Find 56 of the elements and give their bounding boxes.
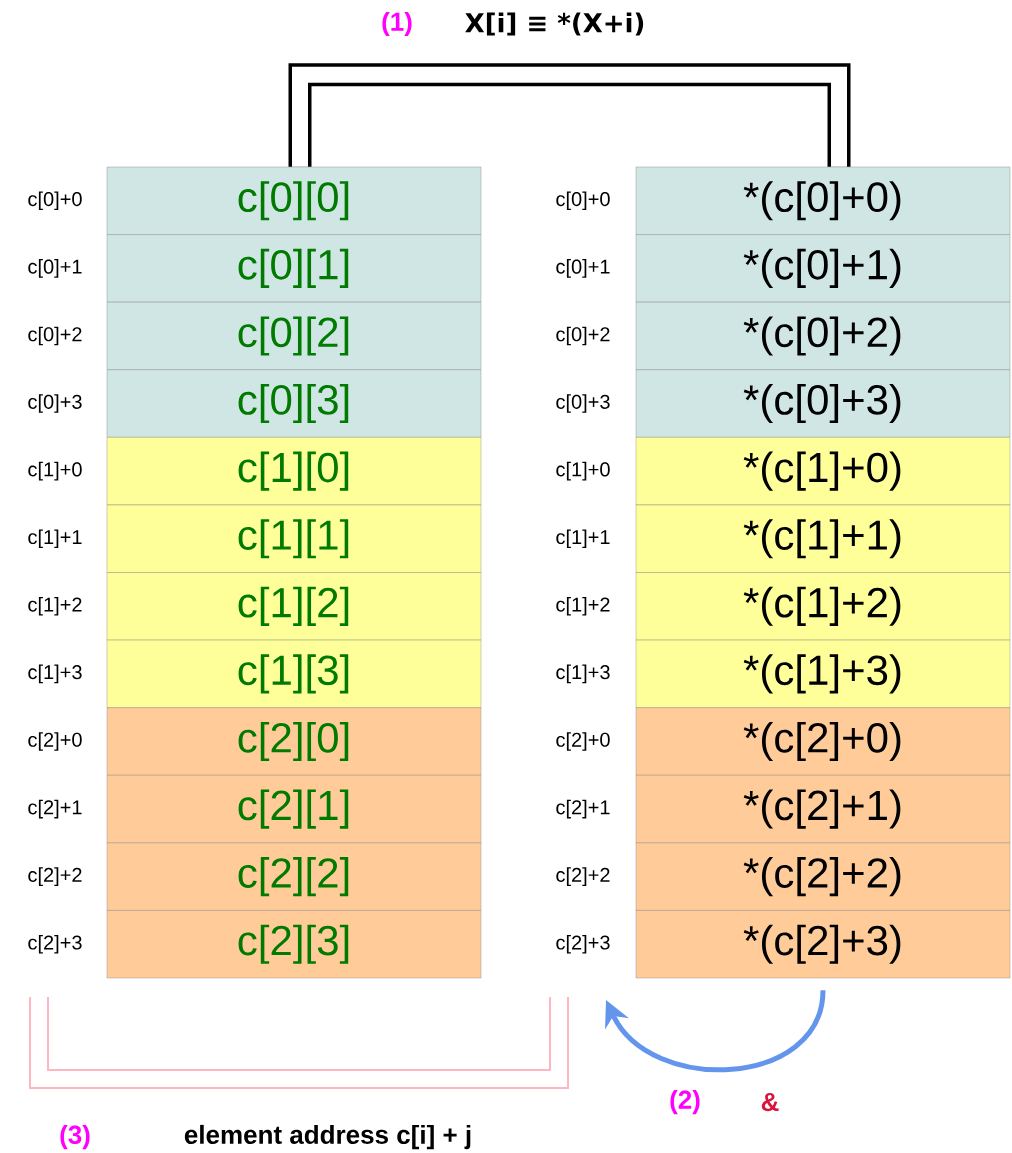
array-cell: *(c[2]+0) [635, 707, 1011, 776]
array-cell: c[2][2] [106, 842, 482, 911]
array-cell: *(c[1]+1) [635, 504, 1011, 573]
address-label: c[2]+3 [556, 934, 610, 954]
address-label: c[2]+1 [28, 799, 82, 819]
address-label: c[1]+2 [28, 597, 82, 616]
array-cell: c[1][1] [106, 504, 482, 573]
address-label: c[0]+2 [28, 326, 82, 346]
address-label: c[0]+2 [556, 326, 610, 346]
address-label: c[2]+3 [28, 934, 82, 954]
note-text: element address c[i] + j [184, 1124, 471, 1150]
array-cell: *(c[1]+0) [635, 437, 1011, 506]
array-cell: c[1][2] [106, 572, 482, 641]
array-cell: c[0][0] [106, 166, 482, 235]
step-number: (3) [60, 1124, 90, 1150]
step-number: (1) [382, 11, 412, 37]
array-cell: *(c[0]+0) [635, 166, 1011, 235]
array-cell: *(c[0]+2) [635, 301, 1011, 370]
address-label: c[2]+1 [556, 799, 610, 819]
address-label: c[0]+3 [28, 394, 82, 413]
address-label: c[0]+3 [556, 394, 610, 413]
address-label: c[2]+2 [28, 867, 82, 886]
operator-symbol: & [761, 1092, 779, 1112]
connector-line [288, 63, 851, 167]
address-label: c[0]+1 [28, 259, 82, 278]
array-cell: c[2][0] [106, 707, 482, 776]
array-cell: c[0][2] [106, 301, 482, 370]
address-label: c[1]+2 [556, 597, 610, 616]
array-cell: c[1][0] [106, 437, 482, 506]
array-cell: c[1][3] [106, 639, 482, 708]
array-cell: *(c[2]+1) [635, 775, 1011, 844]
array-cell: *(c[2]+3) [635, 910, 1011, 979]
array-cell: c[0][3] [106, 369, 482, 438]
address-label: c[1]+1 [28, 529, 82, 549]
array-cell: *(c[1]+2) [635, 572, 1011, 641]
address-label: c[1]+0 [556, 461, 610, 481]
address-label: c[1]+3 [556, 664, 610, 684]
formula-label: X[i] ≡ *(X+i) [465, 12, 644, 36]
array-cell: *(c[0]+3) [635, 369, 1011, 438]
address-label: c[1]+3 [28, 664, 82, 684]
step-number: (2) [670, 1089, 700, 1115]
array-cell: c[2][1] [106, 775, 482, 844]
address-label: c[0]+0 [556, 191, 610, 211]
address-label: c[0]+0 [28, 191, 82, 211]
curved-arrow [605, 989, 826, 1072]
array-cell: *(c[1]+3) [635, 639, 1011, 708]
array-cell: *(c[0]+1) [635, 234, 1011, 303]
address-label: c[1]+0 [28, 461, 82, 481]
address-label: c[1]+1 [556, 529, 610, 549]
array-cell: c[0][1] [106, 234, 482, 303]
address-label: c[2]+2 [556, 867, 610, 886]
array-cell: *(c[2]+2) [635, 842, 1011, 911]
address-label: c[2]+0 [556, 732, 610, 751]
address-label: c[0]+1 [556, 259, 610, 278]
array-cell: c[2][3] [106, 910, 482, 979]
address-label: c[2]+0 [28, 732, 82, 751]
